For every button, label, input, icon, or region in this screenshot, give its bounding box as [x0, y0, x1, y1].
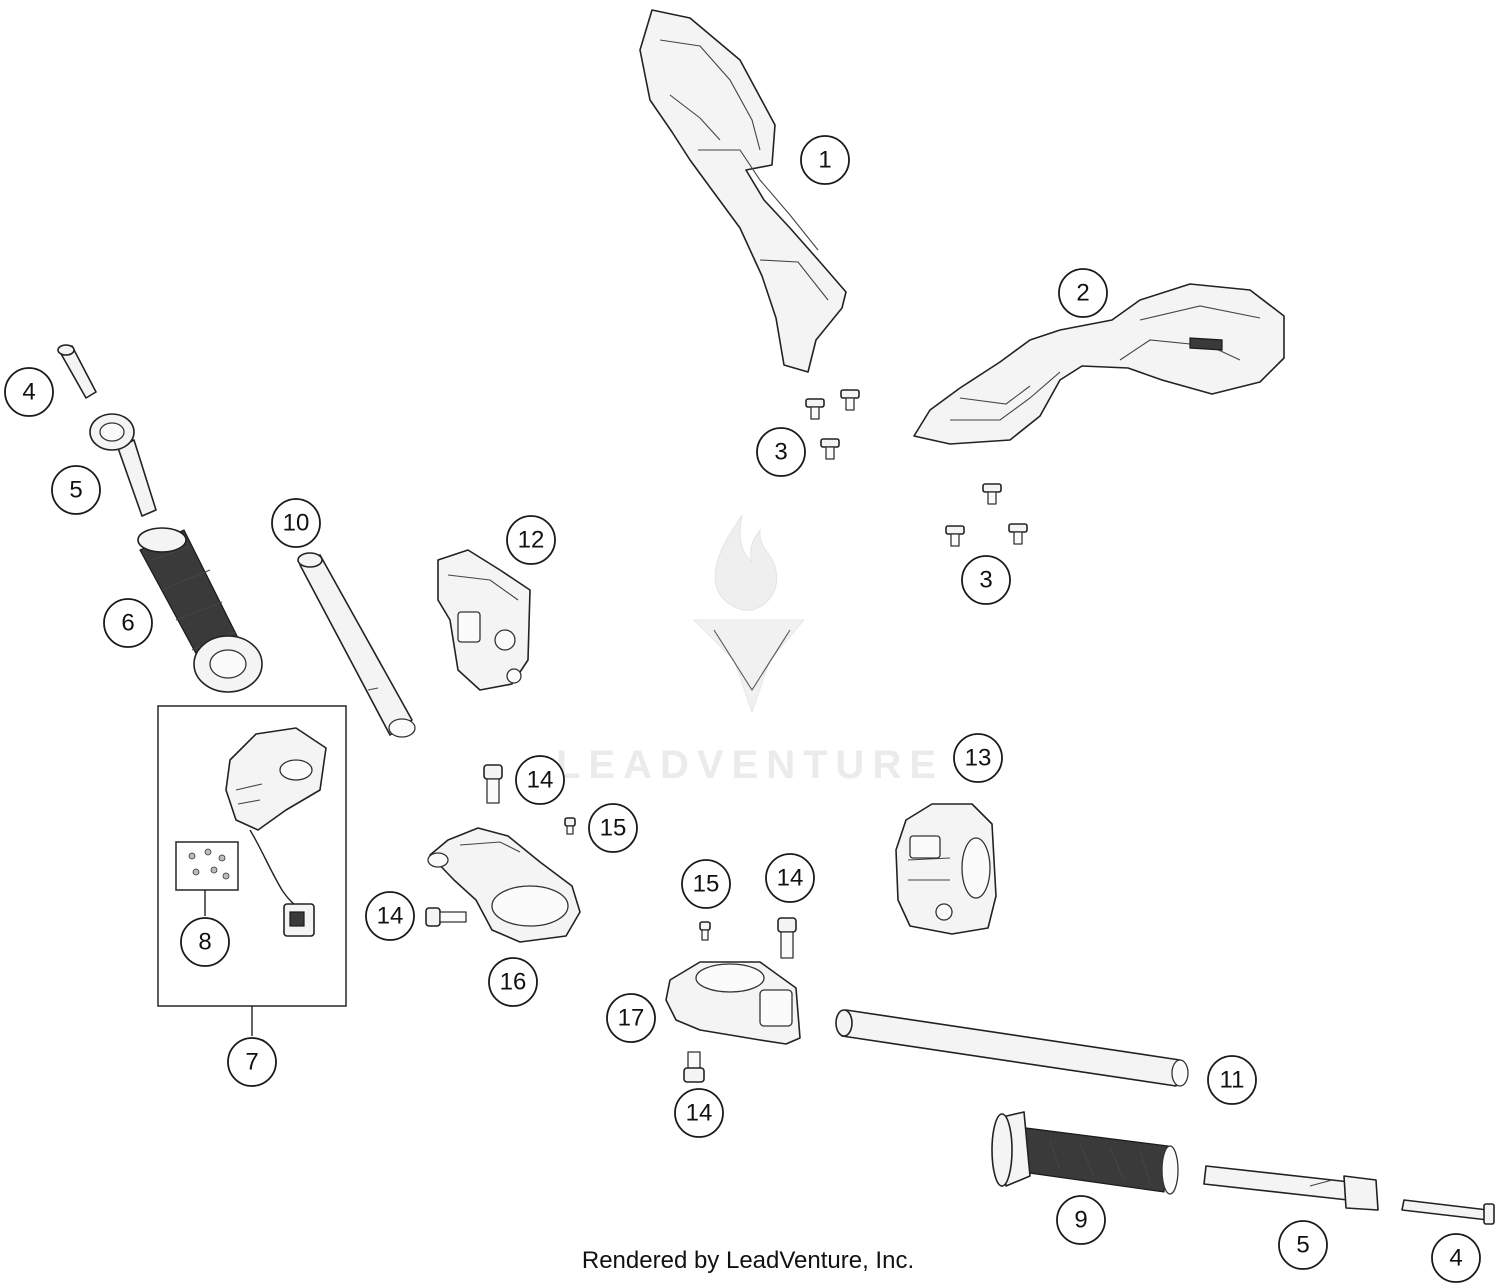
svg-text:14: 14: [777, 865, 804, 892]
svg-text:15: 15: [693, 871, 720, 898]
bar-end-weight-right: [1203, 1165, 1379, 1211]
callout-1: 1: [800, 135, 850, 185]
callout-4-left: 4: [4, 367, 54, 417]
callout-5-left: 5: [51, 465, 101, 515]
switch-kit-group: [157, 705, 347, 1036]
grip-right: [991, 1111, 1179, 1195]
svg-text:8: 8: [198, 929, 211, 956]
svg-text:1: 1: [818, 147, 831, 174]
svg-text:17: 17: [618, 1005, 645, 1032]
handlebar-tube-right: [835, 1009, 1189, 1087]
callout-14-left: 14: [365, 891, 415, 941]
svg-text:11: 11: [1220, 1067, 1245, 1094]
svg-text:4: 4: [1449, 1245, 1462, 1272]
callout-9: 9: [1056, 1195, 1106, 1245]
callout-5-right: 5: [1278, 1220, 1328, 1270]
svg-text:5: 5: [69, 477, 82, 504]
footer-credit: Rendered by LeadVenture, Inc.: [582, 1247, 914, 1274]
callout-2: 2: [1058, 268, 1108, 318]
callout-7: 7: [227, 1037, 277, 1087]
bar-end-bolt-left: [57, 344, 97, 399]
svg-text:13: 13: [965, 745, 992, 772]
bolt-center: [777, 917, 797, 959]
callout-6: 6: [103, 598, 153, 648]
right-handguard: [913, 283, 1285, 445]
screw-set-lower: [945, 483, 1028, 547]
svg-text:7: 7: [245, 1049, 258, 1076]
svg-text:4: 4: [22, 379, 35, 406]
throttle-tube: [297, 552, 416, 738]
svg-text:9: 9: [1074, 1207, 1087, 1234]
callout-14-upper: 14: [515, 755, 565, 805]
v-shape-icon: [692, 619, 806, 714]
svg-text:14: 14: [527, 767, 554, 794]
callout-12: 12: [506, 515, 556, 565]
svg-text:16: 16: [500, 969, 527, 996]
grip-left: [137, 527, 263, 693]
callout-8: 8: [180, 917, 230, 967]
svg-text:14: 14: [686, 1100, 713, 1127]
callout-4-right: 4: [1431, 1233, 1481, 1283]
handlebar-clamp-lower: [665, 961, 801, 1045]
callout-14-center: 14: [765, 853, 815, 903]
callout-16: 16: [488, 957, 538, 1007]
svg-text:3: 3: [774, 439, 787, 466]
small-screw-lower: [699, 921, 711, 941]
watermark-logo: LEADVENTURE: [556, 514, 944, 787]
svg-text:2: 2: [1076, 280, 1089, 307]
svg-text:6: 6: [121, 610, 134, 637]
callout-13: 13: [953, 733, 1003, 783]
callout-3-lower: 3: [961, 555, 1011, 605]
flame-icon: [714, 514, 778, 611]
svg-text:12: 12: [518, 527, 545, 554]
screw-pack-frame: [175, 841, 239, 891]
callout-10: 10: [271, 498, 321, 548]
bar-end-bolt-right: [1401, 1199, 1495, 1225]
callout-11: 11: [1207, 1055, 1257, 1105]
bolt-bottom: [683, 1051, 705, 1083]
svg-text:15: 15: [600, 815, 627, 842]
switch-housing-upper: [437, 549, 531, 691]
bar-end-weight-left: [89, 413, 157, 517]
callout-15-lower: 15: [681, 859, 731, 909]
bolt-upper: [483, 764, 503, 804]
svg-text:14: 14: [377, 903, 404, 930]
svg-text:10: 10: [283, 510, 310, 537]
watermark-text: LEADVENTURE: [556, 743, 944, 787]
callout-3-upper: 3: [756, 427, 806, 477]
callout-14-bottom: 14: [674, 1088, 724, 1138]
handlebar-clamp-upper: [427, 827, 581, 943]
switch-housing-lower: [895, 803, 997, 935]
bolt-left: [425, 907, 467, 927]
callout-17: 17: [606, 993, 656, 1043]
left-handguard: [639, 9, 847, 373]
svg-text:3: 3: [979, 567, 992, 594]
small-screw-upper: [564, 817, 576, 835]
screw-set-upper: [805, 389, 860, 460]
callout-15-upper: 15: [588, 803, 638, 853]
svg-text:5: 5: [1296, 1232, 1309, 1259]
